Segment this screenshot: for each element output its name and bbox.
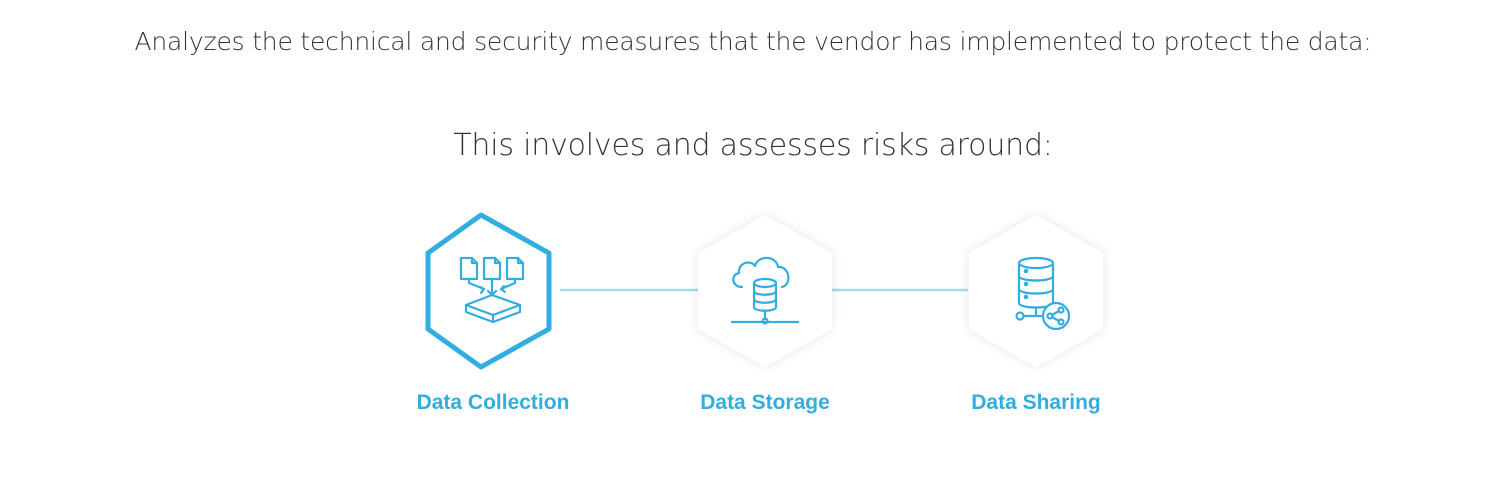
hexagon-shape	[698, 215, 832, 367]
data-collection-icon	[459, 256, 525, 324]
database-share-icon	[1015, 256, 1071, 331]
step-label-data-sharing: Data Sharing	[971, 391, 1101, 414]
cloud-database-icon	[730, 256, 800, 325]
hexagon-shape	[969, 215, 1103, 367]
intro-text: Analyzes the technical and security meas…	[134, 27, 1372, 56]
step-label-data-storage: Data Storage	[700, 391, 830, 414]
step-data-collection[interactable]	[425, 212, 552, 370]
section-subtitle: This involves and assesses risks around:	[453, 128, 1053, 163]
risk-areas-diagram: Data Collection Data Storage Data Sharin…	[380, 195, 1140, 435]
step-label-data-collection: Data Collection	[416, 391, 570, 414]
step-data-sharing[interactable]	[969, 215, 1103, 367]
step-data-storage[interactable]	[698, 215, 832, 367]
